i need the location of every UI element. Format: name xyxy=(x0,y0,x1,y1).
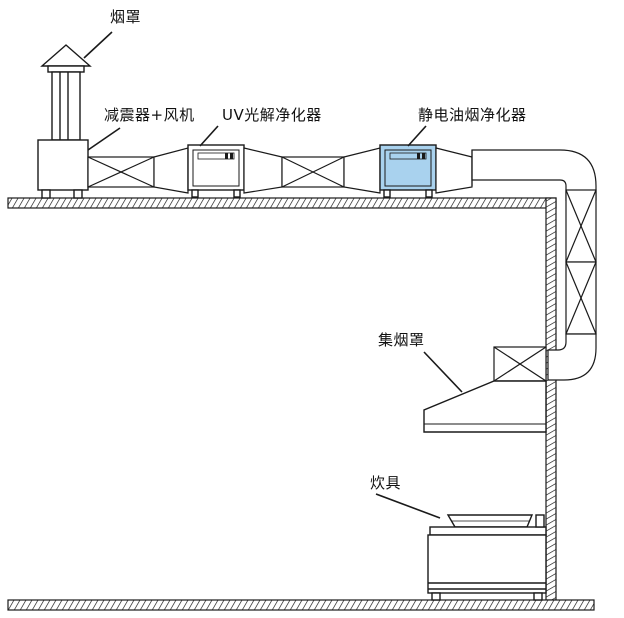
riser-duct xyxy=(547,189,597,381)
fan-unit xyxy=(37,139,89,199)
roof-slab xyxy=(7,197,557,209)
leader-esp xyxy=(407,125,427,147)
floor-slab xyxy=(7,599,595,611)
label-uv-purifier: UV光解净化器 xyxy=(222,106,322,124)
label-esp-purifier: 静电油烟净化器 xyxy=(418,106,527,124)
label-stove: 炊具 xyxy=(370,474,402,492)
duct-segment-1 xyxy=(87,147,189,194)
duct-segment-3 xyxy=(435,147,597,201)
label-fan: 减震器+风机 xyxy=(104,106,195,124)
label-chimney-cap: 烟罩 xyxy=(110,8,142,26)
uv-purifier xyxy=(187,144,245,198)
range-hood xyxy=(423,380,547,433)
hood-connector-duct xyxy=(493,346,547,382)
vertical-wall xyxy=(545,197,557,601)
leader-lines xyxy=(83,31,463,519)
leader-uv xyxy=(199,125,219,147)
leader-fan xyxy=(87,127,121,151)
stove xyxy=(427,514,547,601)
leader-stove xyxy=(375,493,441,519)
esp-purifier xyxy=(379,144,437,198)
duct-segment-2 xyxy=(243,147,381,194)
label-range-hood: 集烟罩 xyxy=(378,331,425,349)
chimney-cap-roof xyxy=(40,44,92,67)
chimney xyxy=(40,44,92,141)
leader-hood xyxy=(423,351,463,393)
leader-chimney-cap xyxy=(83,31,113,59)
